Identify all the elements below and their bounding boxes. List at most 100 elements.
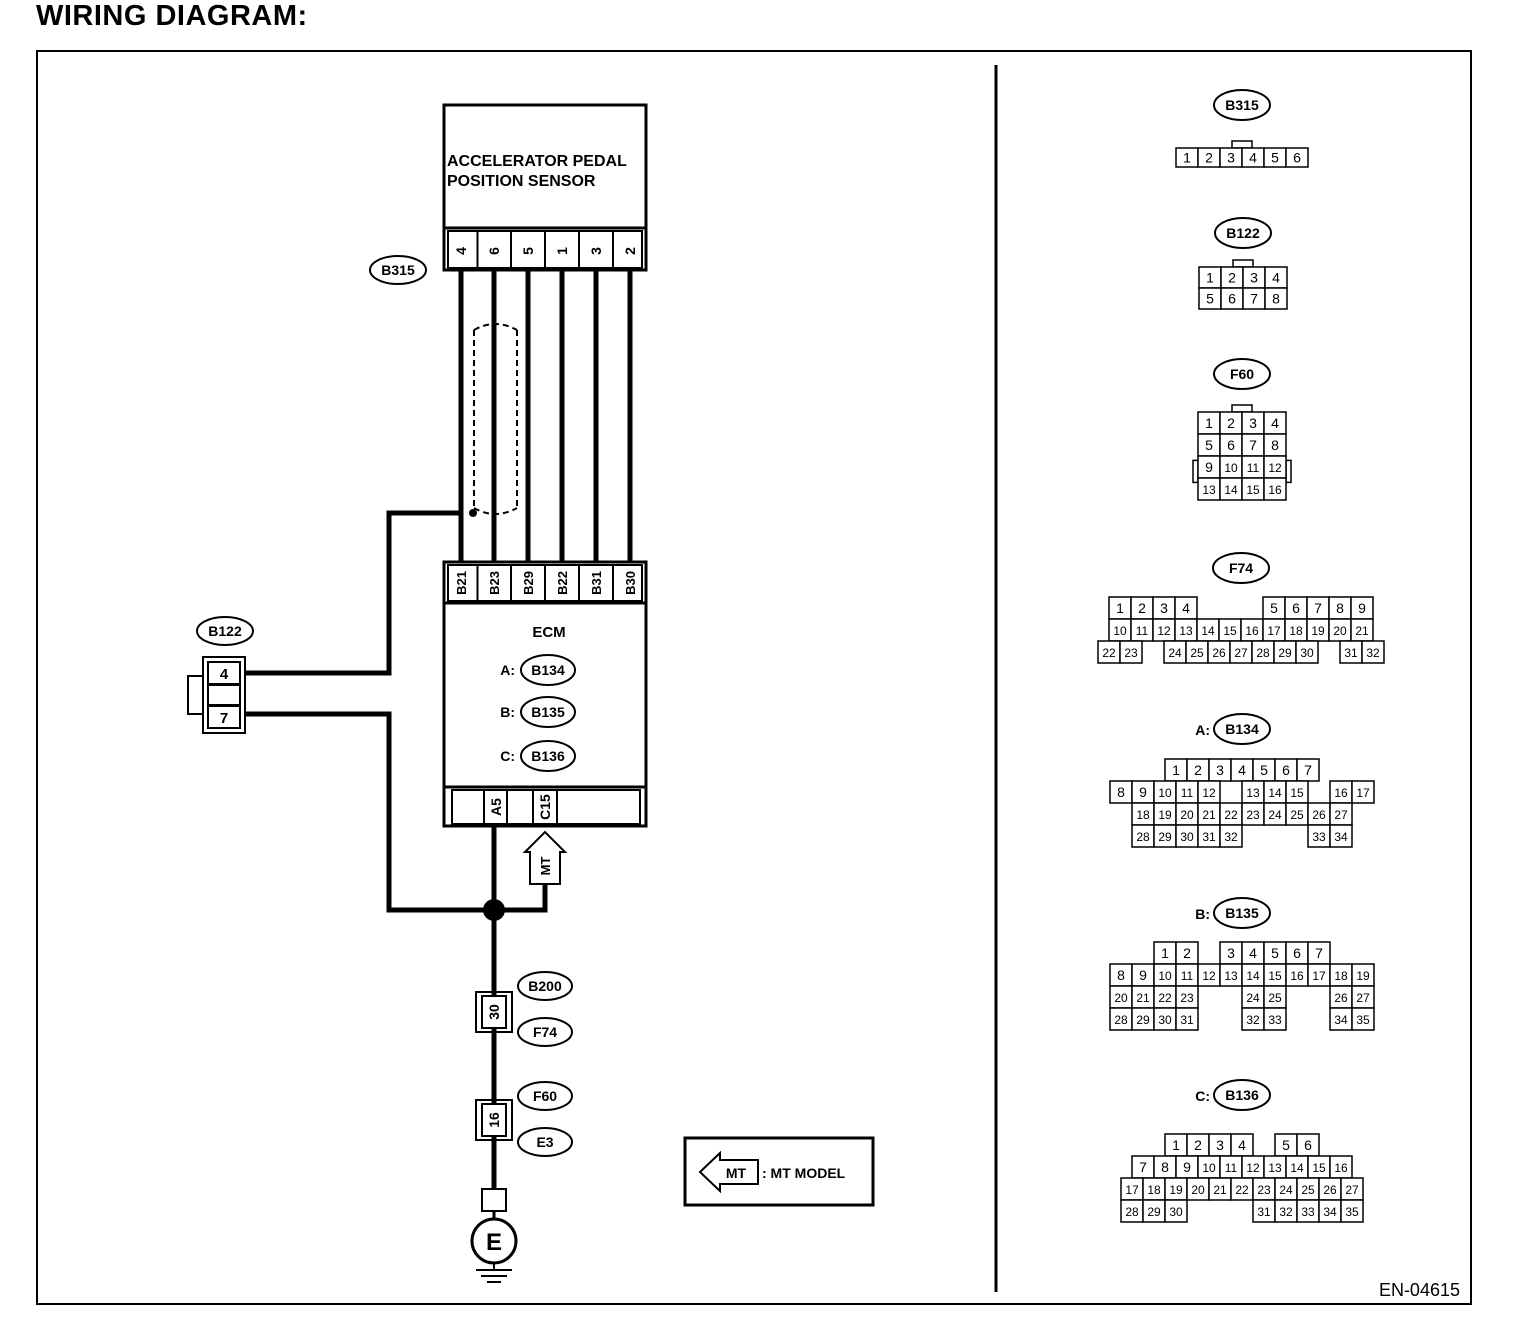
sensor-pin-6: 6	[486, 247, 502, 255]
connector-pin: 15	[1223, 624, 1237, 638]
sensor-pin-2: 2	[622, 247, 638, 255]
connector-pin: 7	[1304, 762, 1312, 778]
connector-pin: 9	[1139, 967, 1147, 983]
connector-pin: 28	[1125, 1205, 1139, 1219]
connector-pin: 9	[1205, 459, 1213, 475]
connector-pin: 29	[1147, 1205, 1161, 1219]
connector-pin: 10	[1158, 786, 1172, 800]
connector-pin: 30	[1180, 830, 1194, 844]
sensor-pin-4: 4	[453, 247, 469, 255]
connector-pin: 29	[1158, 830, 1172, 844]
connector-pin: 14	[1268, 786, 1282, 800]
connector-pin: 8	[1161, 1159, 1169, 1175]
connector-pin: 13	[1202, 483, 1216, 497]
connector-pin: 7	[1249, 437, 1257, 453]
connector-pin: 26	[1334, 991, 1348, 1005]
connector-pin: 29	[1278, 646, 1292, 660]
connector-pin: 16	[1245, 624, 1259, 638]
connector-pin: 1	[1205, 415, 1213, 431]
ground-symbol-label: E	[486, 1229, 502, 1256]
connector-pin: 32	[1279, 1205, 1293, 1219]
connector-pin: 20	[1333, 624, 1347, 638]
page-title: WIRING DIAGRAM:	[36, 0, 308, 32]
connector-pin: 27	[1334, 808, 1348, 822]
connector-pin: 21	[1202, 808, 1216, 822]
connector-pin: 22	[1224, 808, 1238, 822]
sensor-pin-5: 5	[520, 247, 536, 255]
connector-pin: 12	[1202, 786, 1216, 800]
connector-pin: 15	[1268, 969, 1282, 983]
connector-pin: 7	[1315, 945, 1323, 961]
connector-pin: 15	[1246, 483, 1260, 497]
connector-pin: 4	[1249, 945, 1257, 961]
connector-pin: 5	[1206, 291, 1214, 307]
connector-view-prefix: A:	[1195, 722, 1210, 738]
connector-pin: 19	[1158, 808, 1172, 822]
connector-pin: 33	[1268, 1013, 1282, 1027]
connector-pin: 4	[1182, 600, 1190, 616]
ecm-pin-a5: A5	[488, 798, 504, 816]
connector-pin: 19	[1311, 624, 1325, 638]
connector-pin: 5	[1205, 437, 1213, 453]
connector-pin: 17	[1356, 786, 1370, 800]
connector-pin: 3	[1227, 945, 1235, 961]
connector-pin: 20	[1191, 1183, 1205, 1197]
connector-pin: 21	[1136, 991, 1150, 1005]
connector-pin: 26	[1323, 1183, 1337, 1197]
connector-pin: 16	[1334, 1161, 1348, 1175]
connector-view-prefix: C:	[1195, 1088, 1210, 1104]
connector-pin: 11	[1136, 624, 1149, 638]
connector-pin: 8	[1272, 291, 1280, 307]
legend-arrow-icon	[698, 1150, 759, 1194]
sensor-wires	[458, 270, 633, 562]
connector-pin: 24	[1246, 991, 1260, 1005]
connector-view-label: B122	[1226, 225, 1260, 241]
joint2-pin: 16	[486, 1112, 502, 1128]
ecm-pin-b23: B23	[487, 571, 502, 595]
connector-pin: 18	[1136, 808, 1150, 822]
b122-ground-wire	[246, 711, 494, 913]
connector-pin: 30	[1158, 1013, 1172, 1027]
ecm-pin-b29: B29	[521, 571, 536, 595]
connector-pin: 15	[1312, 1161, 1326, 1175]
connector-pin: 14	[1290, 1161, 1304, 1175]
connector-pin: 12	[1202, 969, 1216, 983]
connector-pin: 1	[1116, 600, 1124, 616]
legend-tag: MT	[726, 1165, 747, 1181]
connector-pin: 25	[1190, 646, 1204, 660]
connector-view-label: F60	[1230, 366, 1254, 382]
connector-pin: 6	[1292, 600, 1300, 616]
connector-pin: 1	[1206, 270, 1214, 286]
sensor-connector-label: B315	[381, 262, 415, 278]
mt-arrow-tag: MT	[538, 857, 553, 876]
connector-pin: 23	[1257, 1183, 1271, 1197]
connector-pin: 7	[1250, 291, 1258, 307]
ecm-connector-prefix: A:	[500, 662, 515, 678]
connector-pin: 9	[1358, 600, 1366, 616]
joint1-label-b200: B200	[528, 978, 562, 994]
connector-pin: 34	[1323, 1205, 1337, 1219]
connector-pin: 3	[1160, 600, 1168, 616]
connector-pin: 2	[1183, 945, 1191, 961]
connector-pin: 1	[1161, 945, 1169, 961]
legend-text: : MT MODEL	[762, 1165, 846, 1181]
connector-pin: 12	[1268, 461, 1282, 475]
connector-pin: 22	[1158, 991, 1172, 1005]
connector-pin: 3	[1216, 762, 1224, 778]
connector-pin: 26	[1312, 808, 1326, 822]
b122-label: B122	[208, 623, 242, 639]
ecm-pin-b30: B30	[623, 571, 638, 595]
legend-mt-model: MT : MT MODEL	[683, 1136, 875, 1207]
connector-view-label: F74	[1229, 560, 1253, 576]
connector-pin: 11	[1181, 969, 1194, 983]
connector-pin: 28	[1114, 1013, 1128, 1027]
connector-pin: 29	[1136, 1013, 1150, 1027]
ecm-connector-id: B134	[531, 662, 565, 678]
sensor-pin-1: 1	[554, 247, 570, 255]
connector-pin: 20	[1180, 808, 1194, 822]
joint1-pin: 30	[486, 1004, 502, 1020]
